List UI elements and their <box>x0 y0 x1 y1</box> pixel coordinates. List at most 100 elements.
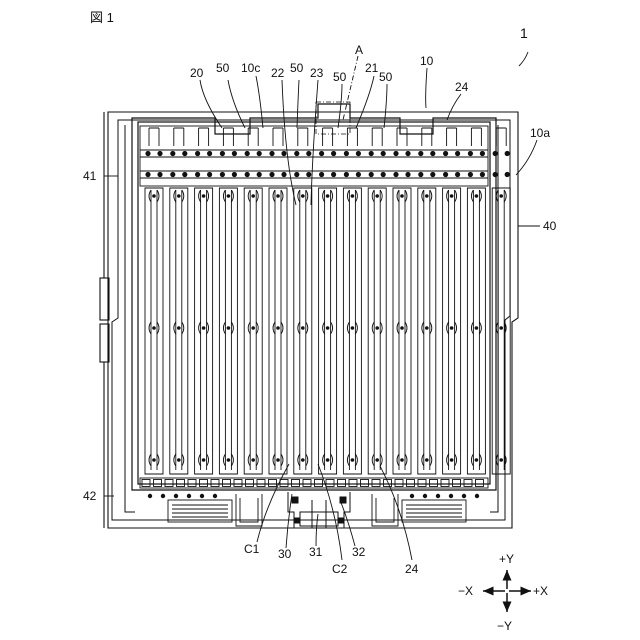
via-dot <box>381 172 386 177</box>
electrode-strip <box>498 190 504 470</box>
via-dot <box>157 172 162 177</box>
label-23: 23 <box>310 66 324 80</box>
node-dot <box>301 194 305 198</box>
terminal-pad <box>430 480 438 487</box>
node-dot <box>177 194 181 198</box>
node-dot <box>475 194 479 198</box>
axis-plus-x: +X <box>533 584 548 598</box>
node-dot <box>276 458 280 462</box>
contact-dot <box>161 494 165 498</box>
label-42: 42 <box>83 489 97 503</box>
node-dot <box>450 194 454 198</box>
node-dot <box>251 458 255 462</box>
electrode-column <box>368 128 386 474</box>
via-dot <box>207 172 212 177</box>
terminal-pad <box>418 480 426 487</box>
axis-indicator: +Y −Y −X +X <box>458 552 548 633</box>
node-dot <box>499 194 503 198</box>
electrode-frame <box>443 188 461 474</box>
via-dot <box>207 151 212 156</box>
electrode-column <box>294 128 312 474</box>
node-dot <box>326 458 330 462</box>
terminal-pad <box>200 480 208 487</box>
via-dot <box>356 151 361 156</box>
via-dot <box>245 151 250 156</box>
contact-dot <box>187 494 191 498</box>
axis-plus-y: +Y <box>499 552 514 566</box>
node-dot <box>227 194 231 198</box>
via-dot <box>344 151 349 156</box>
via-dot <box>170 151 175 156</box>
via-dot <box>443 151 448 156</box>
node-dot <box>177 326 181 330</box>
electrode-column <box>418 128 436 474</box>
via-dot <box>505 151 510 156</box>
terminal-pad <box>177 480 185 487</box>
label-10a: 10a <box>530 126 550 140</box>
node-dot <box>499 326 503 330</box>
electrode-strip <box>349 190 355 470</box>
node-dot <box>276 194 280 198</box>
via-dot <box>294 172 299 177</box>
via-dot <box>232 151 237 156</box>
via-dot <box>468 151 473 156</box>
electrode-finger <box>273 128 283 146</box>
electrode-column <box>244 128 262 474</box>
node-dot <box>425 326 429 330</box>
via-dot <box>369 151 374 156</box>
electrode-column <box>195 128 213 474</box>
terminal-pad <box>246 480 254 487</box>
bottom-wiring-left <box>168 494 262 526</box>
via-dot <box>393 151 398 156</box>
label-24-bottom: 24 <box>405 562 419 576</box>
terminal-pad <box>211 480 219 487</box>
label-32: 32 <box>352 545 366 559</box>
terminal-pad <box>407 480 415 487</box>
via-dot <box>505 172 510 177</box>
figure-label: 図 1 <box>90 10 114 25</box>
label-20: 20 <box>190 66 204 80</box>
contact-dot <box>475 494 479 498</box>
electrode-column <box>492 128 510 474</box>
node-dot <box>425 194 429 198</box>
electrode-frame <box>145 188 163 474</box>
terminal-pad <box>257 480 265 487</box>
via-dot <box>405 151 410 156</box>
node-dot <box>351 458 355 462</box>
terminal-pad <box>303 480 311 487</box>
via-dot <box>170 172 175 177</box>
node-dot <box>375 458 379 462</box>
terminal-pad <box>476 480 484 487</box>
via-dot <box>220 172 225 177</box>
via-dot <box>294 151 299 156</box>
electrode-column <box>393 128 411 474</box>
via-dot <box>430 151 435 156</box>
electrode-finger <box>471 128 481 146</box>
electrode-frame <box>368 188 386 474</box>
electrode-strip <box>250 190 256 470</box>
contact-dot <box>423 494 427 498</box>
via-dot <box>480 151 485 156</box>
terminal-pad <box>441 480 449 487</box>
via-dot <box>455 151 460 156</box>
via-dot <box>381 151 386 156</box>
electrode-finger <box>149 128 159 146</box>
contact-dot <box>410 494 414 498</box>
terminal-pad <box>188 480 196 487</box>
electrode-finger <box>397 128 407 146</box>
node-dot <box>425 458 429 462</box>
terminal-pad <box>372 480 380 487</box>
node-dot <box>475 326 479 330</box>
node-dot <box>400 326 404 330</box>
label-22: 22 <box>271 66 285 80</box>
node-dot <box>227 326 231 330</box>
via-dot <box>269 172 274 177</box>
electrode-finger <box>447 128 457 146</box>
electrode-column <box>145 128 163 474</box>
via-dot <box>145 151 150 156</box>
node-dot <box>152 194 156 198</box>
via-dot <box>220 151 225 156</box>
node-dot <box>499 458 503 462</box>
electrode-strip <box>424 190 430 470</box>
